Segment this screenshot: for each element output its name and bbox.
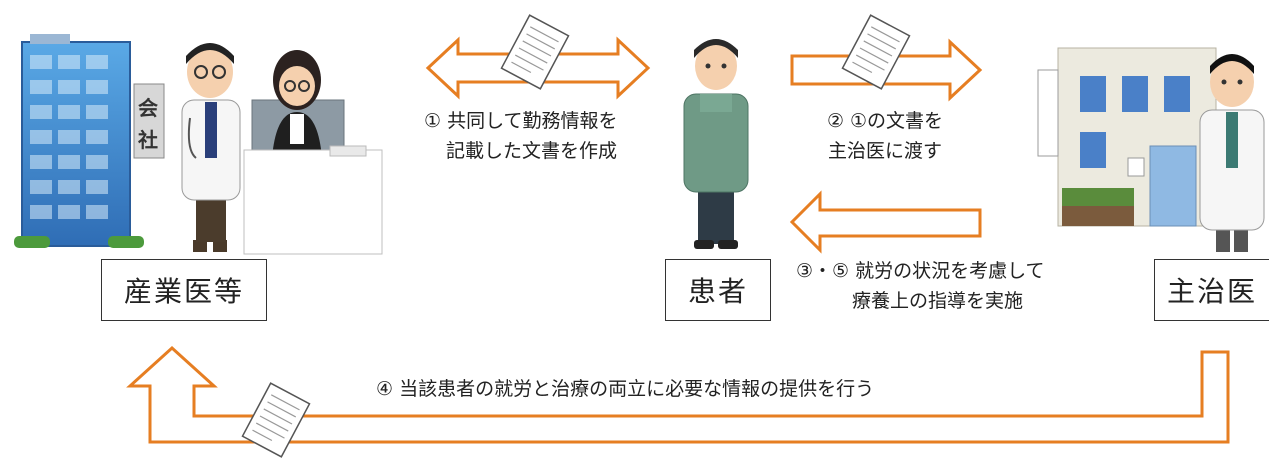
document-icon xyxy=(841,14,911,90)
left-arrow xyxy=(789,190,982,254)
actor-label: 主治医 xyxy=(1166,275,1257,308)
office-worker-icon xyxy=(243,50,383,255)
step1-line1: ① 共同して勤務情報を xyxy=(424,110,618,132)
document-icon xyxy=(241,382,311,458)
clinic-building-icon xyxy=(1037,47,1217,227)
step2-caption: ② ①の文書を 主治医に渡す xyxy=(790,106,980,166)
document-icon xyxy=(500,14,570,90)
step4-caption: ④ 当該患者の就労と治療の両立に必要な情報の提供を行う xyxy=(376,374,874,404)
step2-line2: 主治医に渡す xyxy=(827,140,942,162)
doctor-icon xyxy=(181,43,241,252)
step35-line1: ③・⑤ 就労の状況を考慮して xyxy=(796,260,1045,282)
step35-caption: ③・⑤ 就労の状況を考慮して 療養上の指導を実施 xyxy=(796,256,1045,316)
actor-box-patient: 患者 xyxy=(665,259,771,321)
step1-caption: ① 共同して勤務情報を 記載した文書を作成 xyxy=(424,106,618,166)
company-sign-char: 社 xyxy=(138,128,158,152)
doctor-icon xyxy=(1199,54,1265,252)
actor-box-occupational-physician: 産業医等 xyxy=(101,259,267,321)
step1-line2: 記載した文書を作成 xyxy=(446,140,618,162)
actor-box-attending-physician: 主治医 xyxy=(1154,259,1269,321)
step4-line: ④ 当該患者の就労と治療の両立に必要な情報の提供を行う xyxy=(376,378,875,400)
step35-line2: 療養上の指導を実施 xyxy=(852,290,1024,312)
actor-label: 産業医等 xyxy=(123,275,244,308)
company-building-icon xyxy=(14,34,165,248)
return-arrow xyxy=(126,345,1230,444)
company-sign-char: 会 xyxy=(138,96,158,120)
patient-icon xyxy=(683,39,749,249)
actor-label: 患者 xyxy=(687,275,748,308)
step2-line1: ② ①の文書を xyxy=(826,110,944,132)
